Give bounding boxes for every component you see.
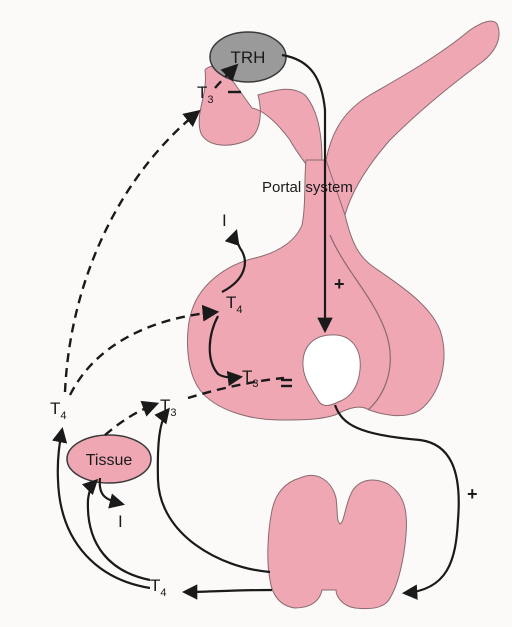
t3-feedback-to-trh-dashed-arrow (214, 63, 239, 89)
thyrotroph-cell (302, 334, 361, 406)
t4-to-hypothalamus-dashed-arrow (63, 109, 201, 393)
thyroid-stimulation-plus: + (467, 484, 478, 504)
portal-system-label: Portal system (262, 179, 353, 196)
tsh-to-thyroid-arrow (333, 404, 460, 600)
t4-to-pituitary-dashed-arrow (68, 304, 220, 396)
t3-hypothalamus-label: T3 (197, 83, 214, 106)
iodide-tissue-label: I (118, 512, 123, 531)
pituitary-iodide-arrow (221, 229, 246, 293)
t4-blood-label: T4 (50, 399, 67, 422)
pituitary-stimulation-plus: + (334, 274, 345, 294)
tissue-to-t3-dashed-arrow (104, 400, 160, 436)
t3-to-target-dashed-arrow (187, 376, 285, 400)
thyroid-t3-arrow (154, 407, 271, 574)
t4-thyroid-output-label: T4 (150, 576, 167, 599)
blood-t4-up-arrow (52, 426, 151, 590)
t4-into-tissue-arrow (81, 478, 151, 582)
thyroid-gland-shape (267, 475, 407, 610)
pituitary-lobe-divider (329, 234, 391, 411)
trh-portal-arrow (281, 53, 333, 334)
t4-pituitary-label: T4 (226, 293, 243, 316)
iodide-pituitary-label: I (222, 211, 227, 230)
pituitary-t4-t3-arrow (208, 315, 244, 387)
t3-blood-label: T3 (160, 396, 177, 419)
hypothalamus-shape (198, 20, 500, 216)
t3-pituitary-label: T3 (242, 367, 259, 390)
tissue-node (66, 434, 152, 484)
pituitary-gland-shape (186, 159, 445, 421)
thyroid-t4-arrow (181, 584, 273, 600)
tissue-iodide-arrow (98, 477, 125, 509)
trh-label: TRH (231, 48, 266, 67)
tissue-label: Tissue (86, 452, 133, 469)
